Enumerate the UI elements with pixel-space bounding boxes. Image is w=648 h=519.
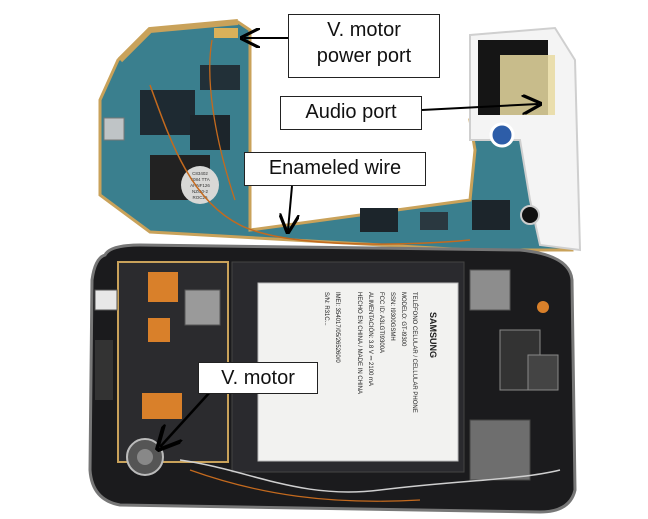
battery-line: MODELO: GT-I9300 xyxy=(400,292,406,347)
label-line: power port xyxy=(316,45,412,67)
battery-line: IMEI: 354017/05/265260/0 xyxy=(334,292,340,363)
metal-shield xyxy=(184,289,221,326)
pcb-chip xyxy=(200,65,240,90)
audio-jack xyxy=(489,122,515,148)
arrow-vmotor xyxy=(160,391,211,447)
battery-line: ALIMENTACIÓN: 3.8 V ⎓ 2100 mA xyxy=(367,292,374,386)
wire xyxy=(179,459,561,493)
flex-cable xyxy=(142,393,182,419)
pcb-board: C83402 T084 TTA AHNF126 NZG0-2 ROC26 xyxy=(98,19,574,252)
vibration-motor-center xyxy=(137,449,153,465)
component-block xyxy=(527,354,559,391)
metal-bracket xyxy=(469,419,531,481)
label-vmotor-power-port: V. motor power port xyxy=(288,14,440,78)
usb-port xyxy=(103,117,125,141)
enameled-wire xyxy=(189,469,421,502)
pcb-round-chip xyxy=(181,166,219,204)
enameled-wire xyxy=(209,39,236,201)
battery-line: HECHO EN CHINA / MADE IN CHINA xyxy=(356,292,362,394)
label-vmotor: V. motor xyxy=(198,362,318,394)
pcb-chip xyxy=(420,212,448,230)
pcb-chip xyxy=(140,90,195,135)
enameled-wire xyxy=(149,84,471,245)
battery-brand: SAMSUNG xyxy=(428,312,438,358)
side-button xyxy=(94,289,118,311)
chip-text-line: AHNF126 xyxy=(190,183,210,188)
orange-pad xyxy=(537,301,549,313)
vmotor-power-pads xyxy=(214,28,238,38)
label-audio-port: Audio port xyxy=(280,96,422,130)
label-enameled-wire: Enameled wire xyxy=(244,152,426,186)
chip-text-line: T084 TTA xyxy=(190,177,210,182)
phone-body: SAMSUNG TELÉFONO CELULAR / CELLULAR PHON… xyxy=(88,243,577,514)
camera-lens xyxy=(520,205,540,225)
arrow-audio-port xyxy=(421,104,538,110)
battery-line: SSN: I9300GSMH xyxy=(389,292,395,341)
pcb-chip xyxy=(190,115,230,150)
flex-cable xyxy=(148,272,178,302)
pcb-chip xyxy=(472,200,510,230)
battery-line: S/N: R31C... xyxy=(323,292,329,326)
pcb-chip xyxy=(360,208,398,232)
flex-cable xyxy=(148,318,170,342)
battery-line: TELÉFONO CELULAR / CELLULAR PHONE xyxy=(411,292,418,413)
arrow-enameled-wire xyxy=(288,185,292,230)
chip-text-line: C83402 xyxy=(192,171,208,176)
metal-bracket xyxy=(469,269,511,311)
label-line: V. motor xyxy=(327,19,401,41)
battery-line: FCC ID: A3LGTI9300A xyxy=(378,292,384,353)
side-component xyxy=(95,340,113,400)
chip-text-line: ROC26 xyxy=(192,195,208,200)
